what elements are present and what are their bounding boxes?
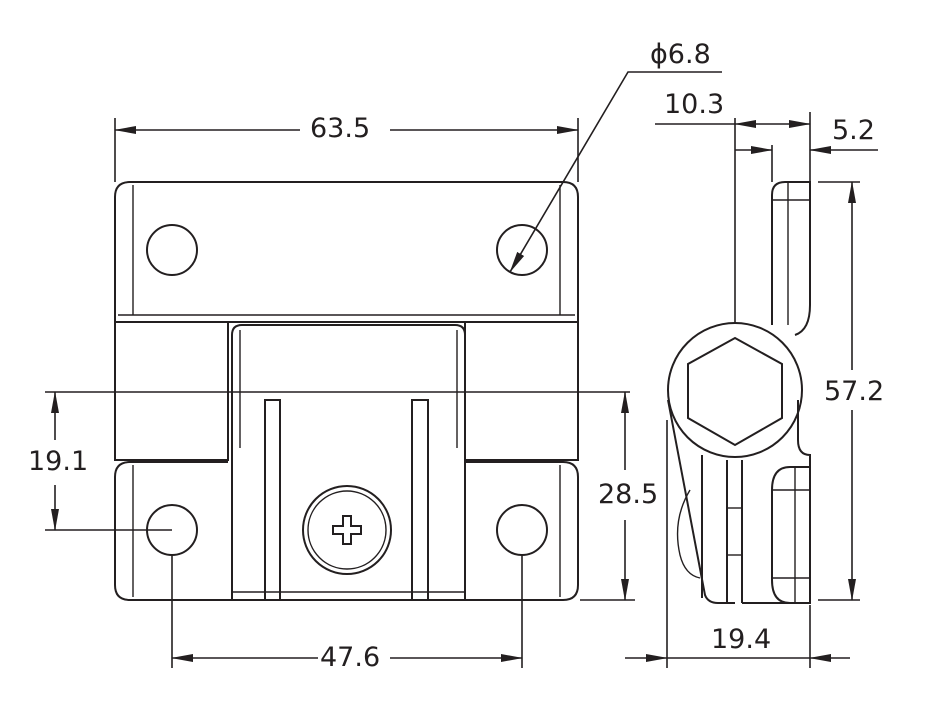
dim-side-depth: 19.4 <box>711 624 772 655</box>
hex-icon <box>687 336 783 447</box>
dim-overall-height: 57.2 <box>822 376 887 407</box>
top-leaf <box>114 181 579 322</box>
dim-hole-spacing: 47.6 <box>318 642 383 673</box>
slot-left <box>264 399 281 601</box>
center-knuckle <box>231 324 466 601</box>
dim-hole-to-axis: 19.1 <box>26 446 91 477</box>
dim-axis-to-bottom: 28.5 <box>596 479 661 510</box>
dimension-lines <box>45 71 878 668</box>
bottom-right-hole <box>496 504 548 556</box>
dim-hole-diameter: ϕ6.8 <box>650 39 711 70</box>
slot-right <box>411 399 429 601</box>
top-left-hole <box>146 224 198 276</box>
dim-side-width-top: 10.3 <box>664 89 725 120</box>
front-view <box>114 181 579 601</box>
dim-side-offset: 5.2 <box>832 115 875 146</box>
top-right-hole <box>496 224 548 276</box>
right-knuckle <box>464 321 579 461</box>
dim-overall-width: 63.5 <box>308 113 373 144</box>
phillips-cross-icon <box>332 515 362 545</box>
bottom-leaf-left <box>114 461 232 601</box>
screw-icon <box>302 485 392 575</box>
left-knuckle <box>114 321 229 461</box>
side-view <box>667 181 811 604</box>
